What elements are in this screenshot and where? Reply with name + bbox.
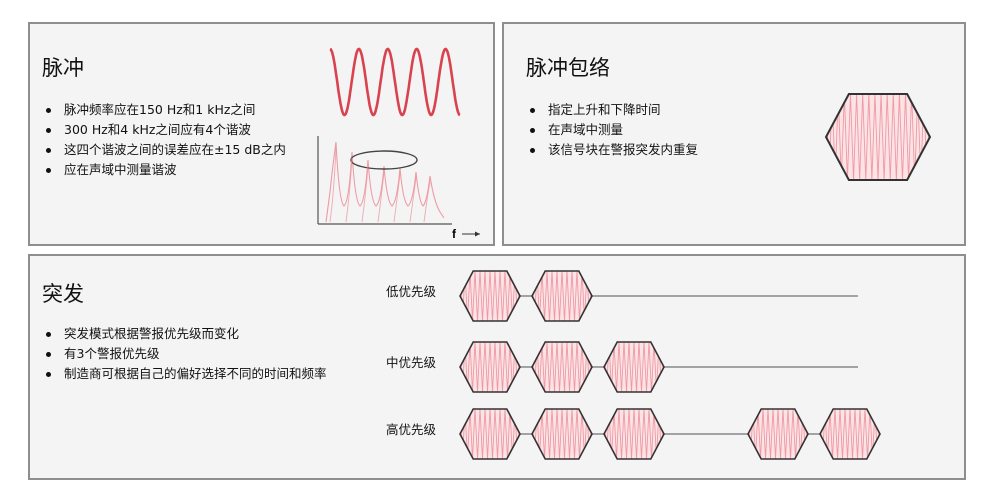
envelope-outline: [531, 270, 593, 322]
burst-patterns: [459, 270, 881, 460]
envelope-bullet-list: 指定上升和下降时间 在声域中测量 该信号块在警报突发内重复: [526, 100, 698, 160]
spectrum-trace: [423, 181, 431, 223]
envelope-fill: [460, 271, 520, 321]
envelope-outline: [747, 408, 809, 460]
spectrum-trace: [409, 177, 417, 223]
spectrum-curve: [325, 141, 445, 223]
burst-block: [747, 408, 809, 460]
spectrum-trace: [361, 165, 369, 223]
envelope-outline: [603, 341, 665, 393]
pulse-bullet-list: 脉冲频率应在150 Hz和1 kHz之间 300 Hz和4 kHz之间应有4个谐…: [42, 100, 286, 180]
burst-block: [819, 408, 881, 460]
envelope-outline: [531, 341, 593, 393]
list-item: 300 Hz和4 kHz之间应有4个谐波: [42, 120, 286, 140]
sine-wave-line: [329, 47, 461, 117]
envelope-fill: [532, 271, 592, 321]
priority-label-low: 低优先级: [386, 284, 437, 299]
envelope-outline: [531, 408, 593, 460]
list-item: 在声域中测量: [526, 120, 698, 140]
burst-block: [531, 408, 593, 460]
burst-block: [459, 408, 521, 460]
envelope-outline: [459, 341, 521, 393]
envelope-fill: [826, 94, 930, 180]
list-item: 突发模式根据警报优先级而变化: [42, 324, 332, 344]
frequency-axis-label: f: [452, 227, 457, 241]
envelope-outline: [824, 93, 932, 181]
burst-title: 突发: [42, 282, 84, 306]
list-item: 有3个警报优先级: [42, 344, 332, 364]
pulse-panel: 脉冲 脉冲频率应在150 Hz和1 kHz之间 300 Hz和4 kHz之间应有…: [28, 22, 495, 246]
envelope-outline: [603, 408, 665, 460]
list-item: 这四个谐波之间的误差应在±15 dB之内: [42, 140, 286, 160]
envelope-outline: [459, 270, 521, 322]
spectrum-trace: [393, 173, 401, 223]
burst-block: [603, 408, 665, 460]
envelope-fill: [604, 409, 664, 459]
spectrum-trace: [377, 171, 385, 223]
envelope-fill: [532, 342, 592, 392]
burst-block: [603, 341, 665, 393]
envelope-fill: [460, 342, 520, 392]
list-item: 指定上升和下降时间: [526, 100, 698, 120]
priority-label-medium: 中优先级: [386, 355, 437, 370]
envelope-panel: 脉冲包络 指定上升和下降时间 在声域中测量 该信号块在警报突发内重复: [502, 22, 966, 246]
harmonic-highlight-ellipse: [350, 150, 418, 170]
burst-block: [459, 270, 521, 322]
envelope-fill: [748, 409, 808, 459]
spectrum-trace: [345, 157, 353, 223]
pulse-envelope-block: [824, 93, 932, 181]
list-item: 该信号块在警报突发内重复: [526, 140, 698, 160]
pulse-title: 脉冲: [42, 56, 84, 80]
list-item: 脉冲频率应在150 Hz和1 kHz之间: [42, 100, 286, 120]
list-item: 应在声域中测量谐波: [42, 160, 286, 180]
envelope-hexagon: [824, 93, 932, 181]
burst-panel: 突发 突发模式根据警报优先级而变化 有3个警报优先级 制造商可根据自己的偏好选择…: [28, 254, 966, 480]
carrier-wave: [826, 94, 930, 180]
burst-block: [531, 341, 593, 393]
arrow-right-icon: [475, 231, 480, 237]
list-item: 制造商可根据自己的偏好选择不同的时间和频率: [42, 364, 332, 384]
harmonic-spectrum: f: [317, 136, 480, 241]
burst-block: [459, 341, 521, 393]
burst-bullet-list: 突发模式根据警报优先级而变化 有3个警报优先级 制造商可根据自己的偏好选择不同的…: [42, 324, 332, 384]
envelope-fill: [820, 409, 880, 459]
burst-block: [531, 270, 593, 322]
pulse-waveform: [329, 47, 461, 117]
envelope-title: 脉冲包络: [526, 56, 610, 80]
envelope-outline: [459, 408, 521, 460]
priority-label-high: 高优先级: [386, 422, 437, 437]
spectrum-trace: [329, 147, 337, 223]
envelope-fill: [460, 409, 520, 459]
envelope-fill: [532, 409, 592, 459]
envelope-outline: [819, 408, 881, 460]
envelope-fill: [604, 342, 664, 392]
